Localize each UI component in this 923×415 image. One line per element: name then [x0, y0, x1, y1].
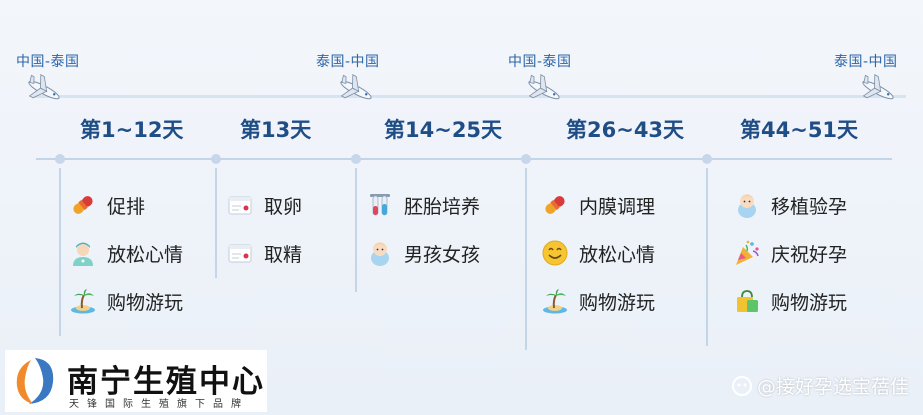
airplane-icon [862, 74, 894, 100]
watermark: @接好孕选宝蓓佳 [731, 372, 909, 399]
item-label: 促排 [107, 195, 146, 218]
phase-label: 第13天 [240, 118, 312, 142]
timeline-dot [55, 154, 65, 164]
airplane-icon [28, 74, 60, 100]
phase-label: 第44~51天 [740, 118, 859, 142]
route-label: 中国-泰国 [16, 54, 80, 70]
item-label: 购物游玩 [107, 291, 184, 314]
list-item: 取卵 [226, 188, 302, 222]
phase-label: 第1~12天 [80, 118, 184, 142]
watermark-text: @接好孕选宝蓓佳 [756, 376, 909, 398]
item-label: 男孩女孩 [404, 243, 481, 266]
syringe-icon [228, 196, 252, 215]
clinic-logo-icon [16, 358, 54, 404]
column-divider [525, 168, 527, 350]
list-item: 庆祝好孕 [733, 236, 847, 270]
route-label: 泰国-中国 [834, 54, 898, 70]
list-item: 购物游玩 [733, 284, 847, 318]
item-label: 胚胎培养 [404, 195, 481, 218]
list-item: 放松心情 [541, 236, 655, 270]
island-icon [71, 289, 95, 314]
item-label: 移植验孕 [771, 195, 848, 218]
syringe-icon [228, 244, 252, 263]
baby-icon [371, 242, 389, 266]
list-item: 购物游玩 [69, 284, 183, 318]
item-label: 放松心情 [579, 243, 656, 266]
item-label: 内膜调理 [579, 195, 656, 218]
list-item: 放松心情 [69, 236, 183, 270]
pill-icon [545, 196, 565, 214]
item-label: 取精 [264, 243, 303, 266]
baby-icon [738, 194, 756, 218]
phase-label: 第14~25天 [384, 118, 503, 142]
party-popper-icon [736, 240, 759, 265]
item-label: 取卵 [264, 195, 303, 218]
clinic-logo: 南宁生殖中心 天锋国际生殖旗下品牌 [5, 350, 267, 412]
pill-icon [73, 196, 93, 214]
list-item: 购物游玩 [541, 284, 655, 318]
clinic-name: 南宁生殖中心 [67, 364, 265, 400]
phase-label: 第26~43天 [566, 118, 685, 142]
column-divider [355, 168, 357, 292]
smiley-icon [542, 240, 568, 266]
column-divider [215, 168, 217, 278]
clinic-subtitle: 天锋国际生殖旗下品牌 [69, 399, 249, 410]
airplane-icon [340, 74, 372, 100]
airplane-icon [528, 74, 560, 100]
timeline-dot [702, 154, 712, 164]
list-item: 取精 [226, 236, 302, 270]
timeline-dot [521, 154, 531, 164]
item-label: 购物游玩 [771, 291, 848, 314]
timeline-dot [211, 154, 221, 164]
list-item: 内膜调理 [541, 188, 655, 222]
flight-path-line [34, 95, 906, 98]
item-label: 放松心情 [107, 243, 184, 266]
island-icon [543, 289, 567, 314]
list-item: 移植验孕 [733, 188, 847, 222]
timeline-dot [351, 154, 361, 164]
test-tube-icon [370, 194, 390, 216]
list-item: 促排 [69, 188, 145, 222]
watermark-logo-icon [731, 375, 752, 396]
route-label: 中国-泰国 [508, 54, 572, 70]
shopping-bag-icon [737, 290, 758, 312]
column-divider [706, 168, 708, 346]
item-label: 购物游玩 [579, 291, 656, 314]
list-item: 胚胎培养 [366, 188, 480, 222]
list-item: 男孩女孩 [366, 236, 480, 270]
nurse-icon [73, 242, 93, 266]
column-divider [59, 168, 61, 336]
timeline-axis [36, 158, 892, 160]
route-label: 泰国-中国 [316, 54, 380, 70]
item-label: 庆祝好孕 [771, 243, 848, 266]
